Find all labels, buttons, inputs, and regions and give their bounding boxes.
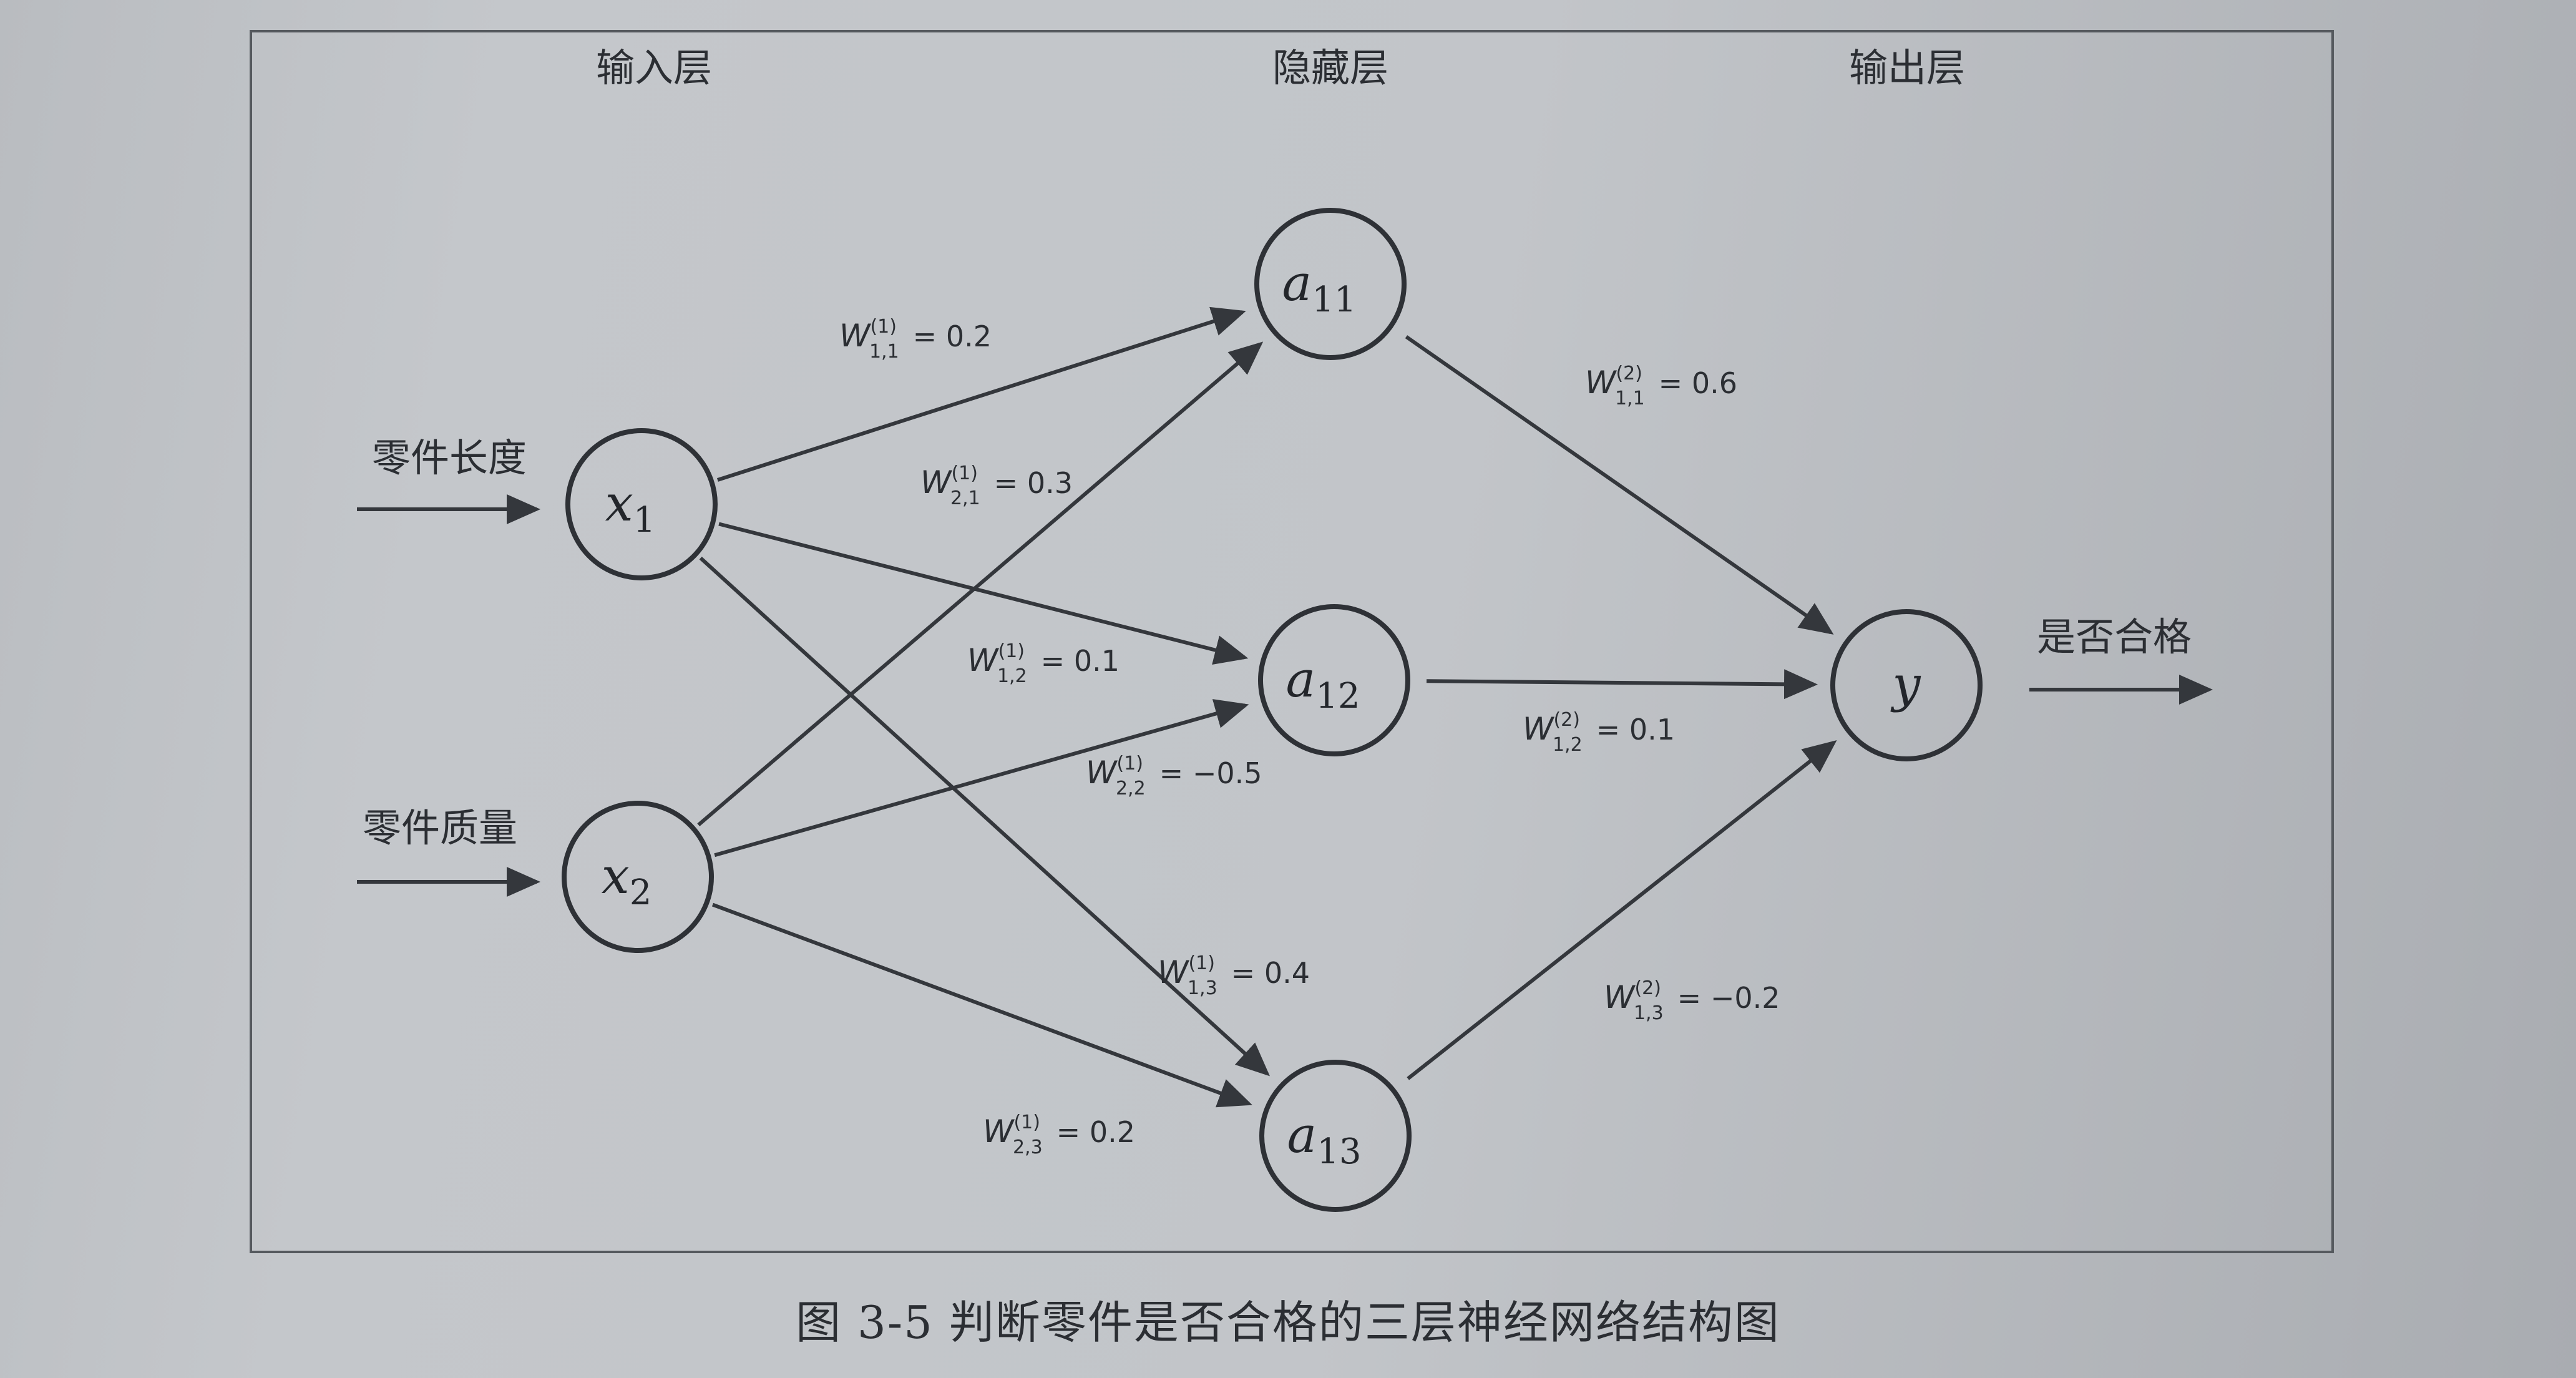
edges [697,306,1837,1108]
input-feature-label-1: 零件长度 [372,435,527,481]
hidden-node-a13-circle [1259,1060,1412,1212]
weight-label-l1-2-2: W(1)2,2= −0.5 [1086,753,1262,799]
hidden-node-a13: a13 [1259,1060,1412,1212]
edge-a12-y [1426,669,1818,700]
input-node-x1: x1 [565,428,718,580]
output-node-y: y [1830,609,1983,761]
edge-x2-a13 [711,902,1252,1108]
edge-x2-a11 [697,341,1264,827]
input-node-x2: x2 [562,801,714,953]
input-node-x2-circle [562,801,714,953]
layer-label-input: 输入层 [596,45,712,90]
input-feature-label-2: 零件质量 [363,805,517,851]
output-result-label: 是否合格 [2037,614,2192,660]
hidden-node-a11-circle [1254,208,1407,360]
layer-label-output: 输出层 [1849,45,1965,90]
output-node-y-circle [1830,609,1983,761]
hidden-node-a12: a12 [1258,604,1410,756]
weight-label-l2-1-3: W(2)1,3= −0.2 [1604,977,1780,1024]
weight-labels: W(1)1,1= 0.2W(1)2,1= 0.3W(1)1,2= 0.1W(1)… [839,316,1780,1158]
diagram-frame [250,30,2334,1253]
edge-a13-y [1407,740,1837,1080]
layer-label-hidden: 隐藏层 [1272,45,1388,90]
input-node-x2-label: x2 [602,847,652,913]
edge-a11-y [1405,335,1834,635]
hidden-node-a12-label: a12 [1286,650,1360,716]
edge-x2-a12 [714,699,1249,858]
weight-label-l2-1-1: W(2)1,1= 0.6 [1585,363,1737,409]
edge-x1-a11 [717,306,1246,482]
figure-caption: 图 3-5 判断零件是否合格的三层神经网络结构图 [796,1296,1780,1349]
hidden-node-a12-circle [1258,604,1410,756]
weight-label-l1-2-1: W(1)2,1= 0.3 [920,462,1073,509]
weight-label-l2-1-2: W(2)1,2= 0.1 [1523,709,1675,756]
weight-label-l1-1-3: W(1)1,3= 0.4 [1158,952,1310,999]
nodes: x1 x2 a11 a12 a13 y [562,208,1983,1212]
input-node-x1-label: x1 [605,474,656,540]
weight-label-l1-1-1: W(1)1,1= 0.2 [839,316,992,363]
weight-label-l1-2-3: W(1)2,3= 0.2 [983,1112,1135,1158]
input-node-x1-circle [565,428,718,580]
output-node-y-label: y [1890,655,1921,713]
hidden-node-a13-label: a13 [1287,1106,1362,1172]
hidden-node-a11-label: a11 [1282,254,1357,320]
edge-x1-a12 [718,522,1249,665]
edge-x1-a13 [699,556,1270,1077]
weight-label-l1-1-2: W(1)1,2= 0.1 [967,640,1120,687]
hidden-node-a11: a11 [1254,208,1407,360]
